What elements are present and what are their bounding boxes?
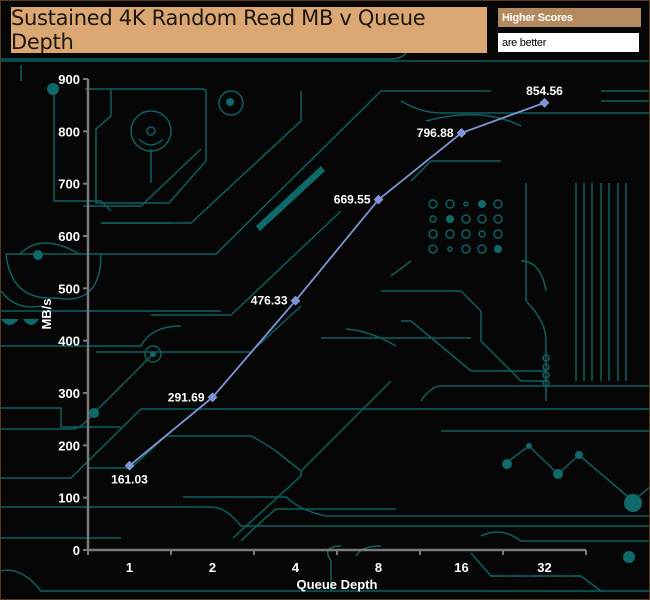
data-label: 854.56 <box>526 84 563 98</box>
y-tick-label: 800 <box>58 124 80 139</box>
data-point-marker <box>539 97 550 108</box>
data-point-marker <box>290 295 301 306</box>
x-axis-title: Queue Depth <box>297 577 378 592</box>
data-point-marker <box>456 128 467 138</box>
y-tick-label: 600 <box>58 229 80 244</box>
x-tick-label: 1 <box>126 560 133 575</box>
y-axis-title: MB/s <box>39 298 54 329</box>
x-tick-label: 4 <box>292 560 300 575</box>
x-tick-label: 2 <box>209 560 216 575</box>
x-tick-label: 8 <box>375 560 382 575</box>
chart-title: Sustained 4K Random Read MB v Queue Dept… <box>11 6 426 54</box>
y-tick-label: 100 <box>58 491 80 506</box>
data-label: 476.33 <box>251 294 288 308</box>
x-tick-label: 16 <box>454 560 468 575</box>
data-label: 161.03 <box>111 473 148 487</box>
y-tick-label: 400 <box>58 334 80 349</box>
y-tick-label: 700 <box>58 177 80 192</box>
data-label: 291.69 <box>168 390 205 404</box>
data-labels-group: 161.03 291.69 476.33 669.55 796.88 854.56 <box>111 84 563 487</box>
higher-scores-badge: Higher Scores <box>498 8 641 27</box>
y-tick-label: 500 <box>58 281 80 296</box>
are-better-badge: are better <box>498 33 639 52</box>
y-tick-label: 300 <box>58 386 80 401</box>
series-line <box>128 101 545 467</box>
y-axis: 0 100 200 300 400 500 600 700 800 900 <box>58 72 90 558</box>
x-tick-label: 32 <box>537 560 551 575</box>
y-tick-label: 0 <box>73 543 80 558</box>
data-label: 669.55 <box>334 193 371 207</box>
series-line-group <box>124 97 550 471</box>
y-tick-label: 900 <box>58 72 80 87</box>
data-label: 796.88 <box>417 126 454 140</box>
data-point-marker <box>207 392 218 403</box>
data-point-marker <box>373 194 384 205</box>
x-axis: 1 2 4 8 16 32 <box>87 548 587 575</box>
y-tick-label: 200 <box>58 438 80 453</box>
title-banner: Sustained 4K Random Read MB v Queue Dept… <box>11 6 487 54</box>
